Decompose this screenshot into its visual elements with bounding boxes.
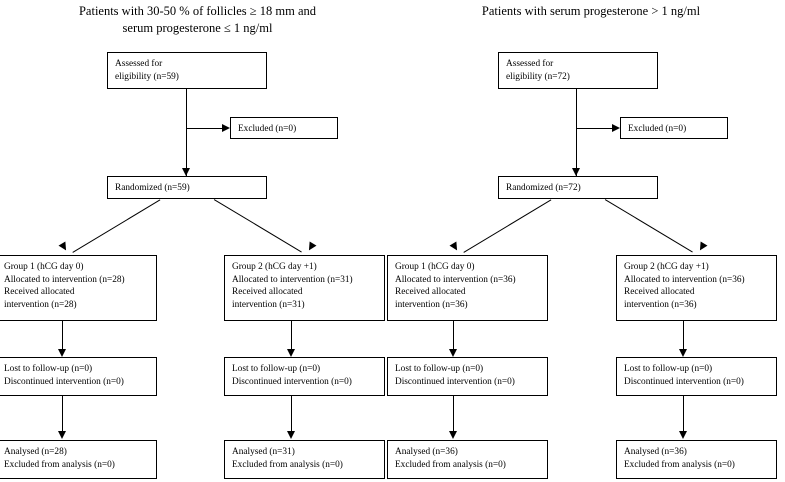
node-excluded-right: Excluded (n=0) — [620, 117, 728, 139]
arrowhead-group1-alloc-to-followup-left — [57, 349, 66, 357]
arrowhead-group2-alloc-to-followup-left — [286, 349, 295, 357]
arrowhead-to-excluded-right — [612, 123, 620, 132]
node-randomized-left: Randomized (n=59) — [107, 176, 267, 199]
node-group2-analysed-left: Analysed (n=31) Excluded from analysis (… — [224, 440, 385, 479]
connector-randomized-to-group2-left — [213, 199, 302, 253]
node-group2-followup-left: Lost to follow-up (n=0) Discontinued int… — [224, 357, 385, 396]
node-group1-allocation-left: Group 1 (hCG day 0) Allocated to interve… — [0, 255, 157, 321]
arrowhead-randomized-to-group1-right — [449, 241, 461, 253]
flow-panel-right: Patients with serum progesterone > 1 ng/… — [387, 0, 785, 482]
arrowhead-group2-alloc-to-followup-right — [678, 349, 687, 357]
flow-panel-left: Patients with 30-50 % of follicles ≥ 18 … — [0, 0, 392, 482]
arrowhead-group1-followup-to-analysed-left — [57, 431, 66, 439]
connector-group1-followup-to-analysed-right — [453, 396, 455, 437]
connector-assessed-to-randomized-left — [186, 89, 188, 176]
connector-to-excluded-left — [186, 128, 224, 130]
node-group1-analysed-left: Analysed (n=28) Excluded from analysis (… — [0, 440, 157, 479]
node-group1-analysed-right: Analysed (n=36) Excluded from analysis (… — [387, 440, 548, 479]
node-group2-allocation-right: Group 2 (hCG day +1) Allocated to interv… — [616, 255, 777, 321]
node-excluded-left: Excluded (n=0) — [230, 117, 338, 139]
connector-assessed-to-randomized-right — [576, 89, 578, 176]
node-group1-allocation-right: Group 1 (hCG day 0) Allocated to interve… — [387, 255, 548, 321]
connector-group1-alloc-to-followup-left — [62, 321, 64, 354]
connector-randomized-to-group1-right — [463, 199, 552, 253]
arrowhead-group2-followup-to-analysed-right — [678, 431, 687, 439]
arrowhead-group1-alloc-to-followup-right — [448, 349, 457, 357]
node-randomized-right: Randomized (n=72) — [498, 176, 658, 199]
arrowhead-assessed-to-randomized-left — [181, 168, 190, 176]
node-group2-allocation-left: Group 2 (hCG day +1) Allocated to interv… — [224, 255, 385, 321]
panel-left-title: Patients with 30-50 % of follicles ≥ 18 … — [78, 4, 317, 35]
connector-randomized-to-group1-left — [72, 199, 161, 253]
arrowhead-randomized-to-group2-right — [696, 241, 708, 253]
arrowhead-to-excluded-left — [222, 123, 230, 132]
connector-group2-alloc-to-followup-right — [683, 321, 685, 354]
connector-group2-followup-to-analysed-right — [683, 396, 685, 437]
arrowhead-randomized-to-group2-left — [305, 241, 317, 253]
connector-group2-followup-to-analysed-left — [291, 396, 293, 437]
node-group2-analysed-right: Analysed (n=36) Excluded from analysis (… — [616, 440, 777, 479]
arrowhead-randomized-to-group1-left — [58, 241, 70, 253]
arrowhead-assessed-to-randomized-right — [571, 168, 580, 176]
connector-to-excluded-right — [576, 128, 614, 130]
arrowhead-group1-followup-to-analysed-right — [448, 431, 457, 439]
connector-randomized-to-group2-right — [604, 199, 693, 253]
connector-group1-followup-to-analysed-left — [62, 396, 64, 437]
node-assessed-eligibility-right: Assessed for eligibility (n=72) — [498, 52, 658, 89]
node-assessed-eligibility-left: Assessed for eligibility (n=59) — [107, 52, 267, 89]
node-group1-followup-left: Lost to follow-up (n=0) Discontinued int… — [0, 357, 157, 396]
connector-group2-alloc-to-followup-left — [291, 321, 293, 354]
connector-group1-alloc-to-followup-right — [453, 321, 455, 354]
node-group1-followup-right: Lost to follow-up (n=0) Discontinued int… — [387, 357, 548, 396]
node-group2-followup-right: Lost to follow-up (n=0) Discontinued int… — [616, 357, 777, 396]
arrowhead-group2-followup-to-analysed-left — [286, 431, 295, 439]
panel-right-title: Patients with serum progesterone > 1 ng/… — [481, 4, 701, 18]
